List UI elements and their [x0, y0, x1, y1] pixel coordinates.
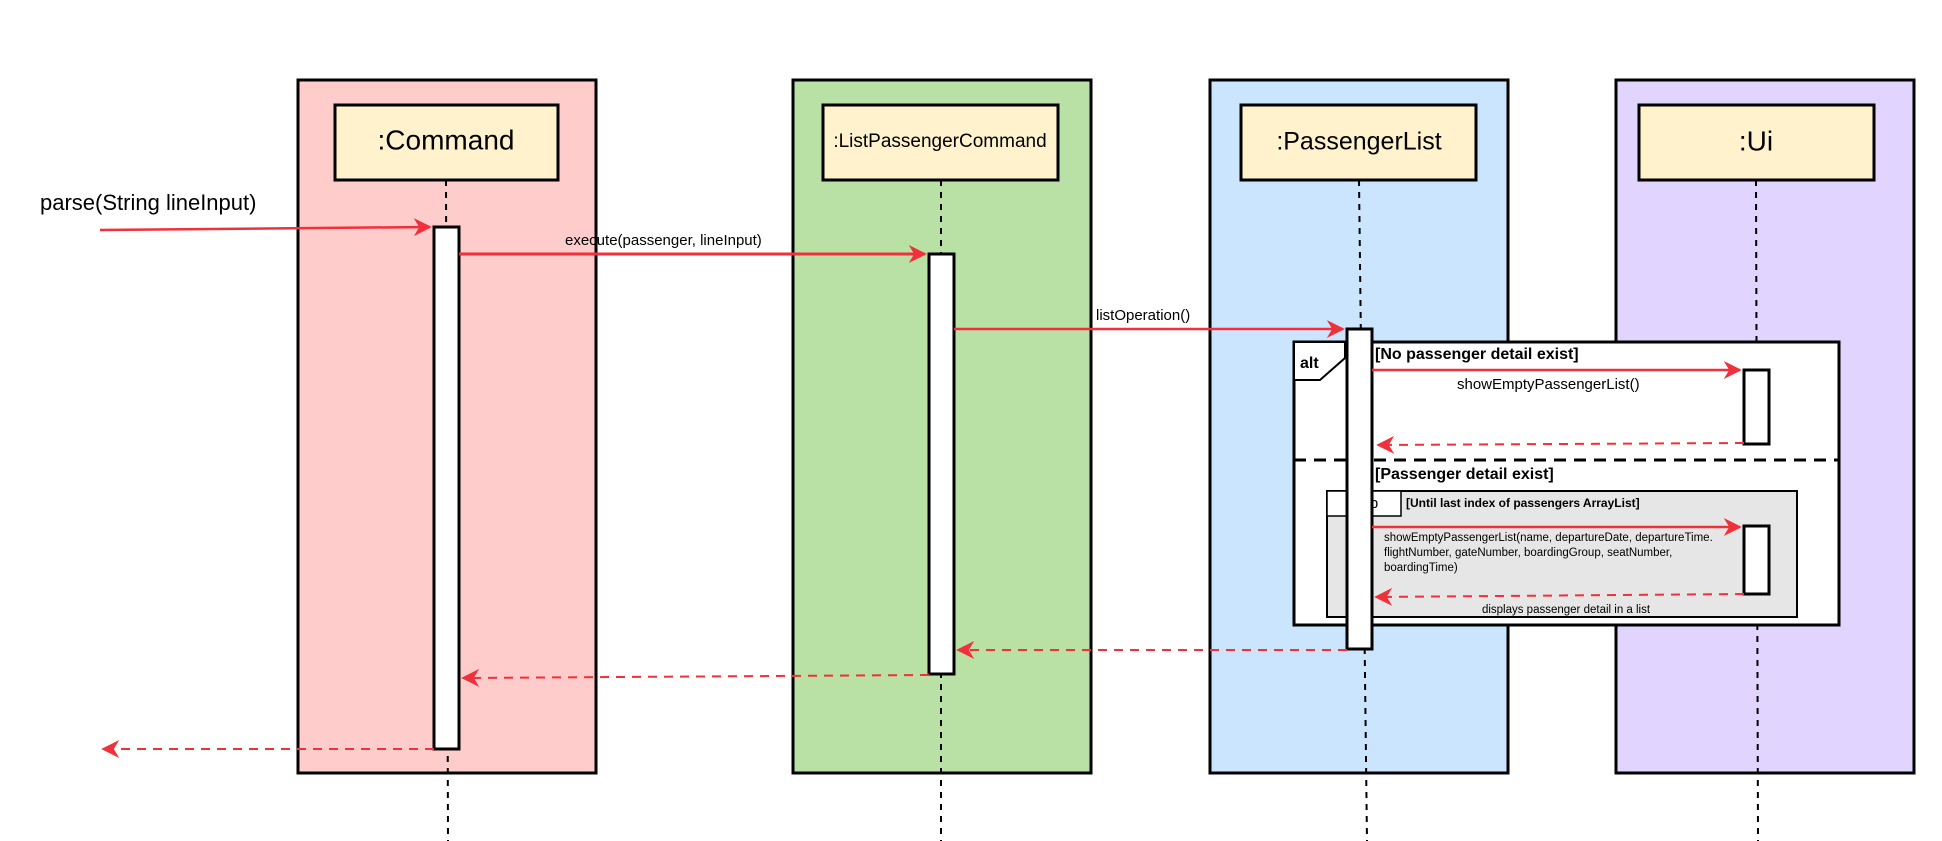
list-operation-message-label: listOperation() [1096, 307, 1190, 324]
show-detail-message-label-line1: showEmptyPassengerList(name, departureDa… [1384, 532, 1713, 544]
alt-fragment-tag [1293, 341, 1346, 381]
execute-message-label: execute(passenger, lineInput) [565, 232, 762, 249]
show-detail-message-label-line2: flightNumber, gateNumber, boardingGroup,… [1384, 547, 1672, 559]
show-empty-message-label: showEmptyPassengerList() [1457, 376, 1640, 393]
list-command-activation [927, 252, 956, 676]
passenger-list-activation [1345, 327, 1374, 651]
command-activation [432, 225, 461, 751]
alt-label: alt [1300, 355, 1319, 372]
passenger-list-participant-label: :PassengerList [1276, 128, 1441, 156]
alt-guard-no-detail: [No passenger detail exist] [1375, 346, 1579, 363]
parse-message-label: parse(String lineInput) [40, 190, 256, 215]
show-detail-message-label-line3: boardingTime) [1384, 562, 1458, 574]
ui-participant-label: :Ui [1739, 125, 1773, 156]
passenger-list-participant-box [1239, 103, 1478, 182]
command-participant-label: :Command [378, 124, 515, 155]
ui-activation-detail [1742, 524, 1771, 596]
loop-guard: [Until last index of passengers ArrayLis… [1406, 496, 1640, 510]
ui-lifeline [1755, 179, 1759, 841]
parse-message-arrow [99, 218, 432, 237]
ui-activation-empty [1742, 368, 1771, 446]
show-empty-return-arrow [1376, 435, 1745, 454]
list-command-participant-label: :ListPassengerCommand [833, 131, 1046, 152]
execute-return-arrow [461, 668, 930, 687]
displays-detail-label: displays passenger detail in a list [1482, 604, 1651, 616]
show-detail-return-arrow [1374, 587, 1745, 606]
list-command-participant-box [821, 103, 1060, 182]
passenger-list-lifeline [1358, 179, 1368, 841]
ui-participant-box [1637, 103, 1876, 182]
alt-guard-detail-exists: [Passenger detail exist] [1375, 466, 1554, 483]
